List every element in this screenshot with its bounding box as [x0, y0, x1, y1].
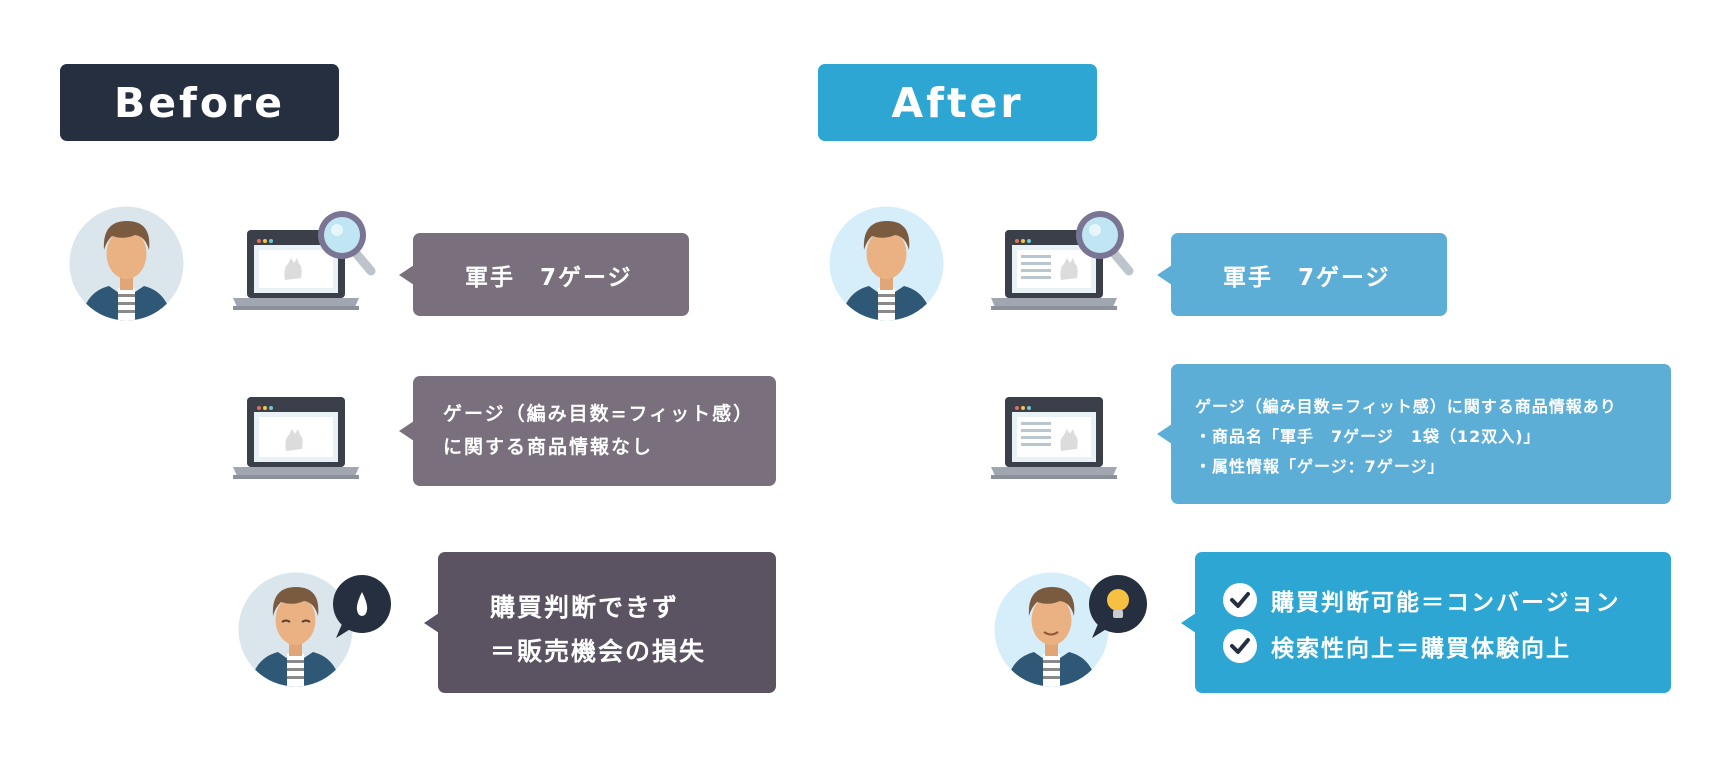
- after-outcome-bubble: 購買判断可能＝コンバージョン 検索性向上＝購買体験向上: [1181, 552, 1671, 693]
- user-avatar-icon: [829, 206, 944, 321]
- outcome-line-2: ＝販売機会の損失: [490, 637, 707, 666]
- user-avatar-icon: [69, 206, 184, 321]
- outcome-item-1: 購買判断可能＝コンバージョン: [1223, 580, 1671, 620]
- search-query-text: 軍手 7ゲージ: [1223, 264, 1391, 291]
- search-query-text: 軍手 7ゲージ: [465, 264, 633, 291]
- outcome-item-2-text: 検索性向上＝購買体験向上: [1271, 636, 1571, 662]
- laptop-search-icon: [233, 208, 381, 316]
- before-label: Before: [60, 64, 339, 141]
- after-result-bubble: ゲージ（編み目数=フィット感）に関する商品情報あり ・商品名「軍手 7ゲージ 1…: [1157, 364, 1671, 504]
- result-line-2: に関する商品情報なし: [443, 436, 654, 458]
- outcome-line-1: 購買判断できず: [490, 593, 680, 622]
- result-line-3: ・属性情報「ゲージ：7ゲージ」: [1195, 457, 1445, 476]
- satisfied-user-icon: [994, 572, 1150, 687]
- result-line-1: ゲージ（編み目数=フィット感）に関する商品情報あり: [1195, 397, 1617, 416]
- confused-user-icon: [238, 572, 394, 687]
- laptop-search-icon: [991, 208, 1139, 316]
- laptop-page-icon: [233, 395, 359, 485]
- outcome-item-2: 検索性向上＝購買体験向上: [1223, 626, 1671, 666]
- check-icon: [1223, 629, 1257, 663]
- before-search-bubble: 軍手 7ゲージ: [399, 233, 689, 316]
- result-line-2: ・商品名「軍手 7ゲージ 1袋（12双入)」: [1195, 427, 1541, 446]
- before-result-bubble: ゲージ（編み目数=フィット感） に関する商品情報なし: [399, 376, 776, 486]
- outcome-item-1-text: 購買判断可能＝コンバージョン: [1271, 590, 1621, 616]
- after-label: After: [818, 64, 1097, 141]
- result-line-1: ゲージ（編み目数=フィット感）: [443, 403, 755, 425]
- after-search-bubble: 軍手 7ゲージ: [1157, 233, 1447, 316]
- before-outcome-bubble: 購買判断できず ＝販売機会の損失: [424, 552, 776, 693]
- laptop-page-icon: [991, 395, 1117, 485]
- check-icon: [1223, 583, 1257, 617]
